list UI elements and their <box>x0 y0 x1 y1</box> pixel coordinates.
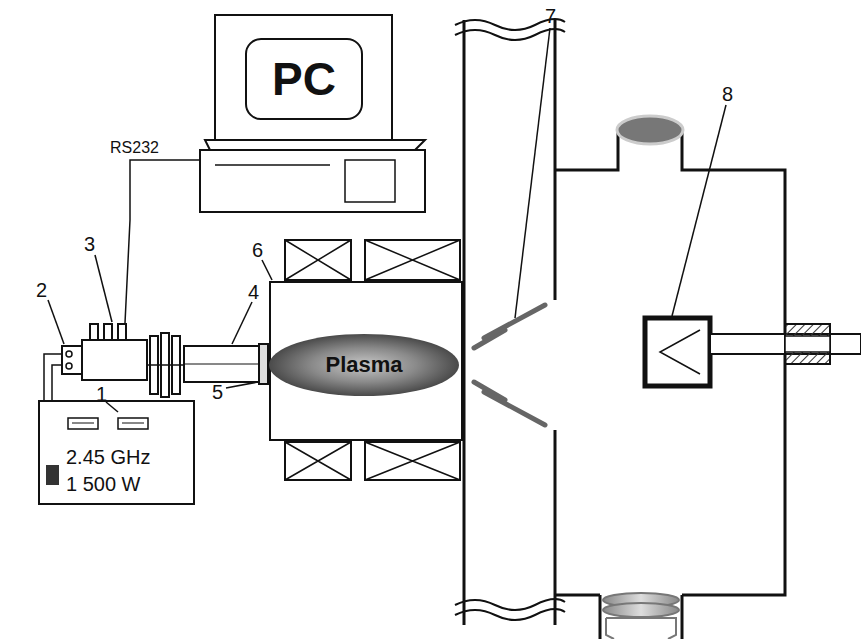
plasma-ellipse <box>269 334 459 396</box>
leader-line <box>48 28 726 412</box>
cup-shaft <box>710 334 861 354</box>
cup-cone <box>660 330 700 374</box>
tuner-stub <box>90 324 98 340</box>
display <box>118 418 148 429</box>
node-label: Plasma <box>325 354 402 376</box>
callout-number: 8 <box>722 84 733 104</box>
tuner <box>82 340 147 380</box>
computer-case <box>200 150 425 212</box>
feedthrough <box>785 324 830 364</box>
waveguide <box>184 346 259 382</box>
plasma-region: Plasma <box>268 333 460 397</box>
signal-name: RS232 <box>110 140 159 156</box>
top-port-window <box>617 116 683 144</box>
callout-number: 1 <box>96 384 107 404</box>
monitor-screen: PC <box>245 38 363 120</box>
monitor-frame <box>215 15 392 140</box>
callout-number: 5 <box>212 382 223 402</box>
generator-reading: 2.45 GHz <box>66 447 150 467</box>
microwave-generator: 2.45 GHz 1 500 W <box>38 400 195 505</box>
wire <box>44 354 62 400</box>
plasma-chamber <box>270 282 462 440</box>
display <box>68 418 98 429</box>
power-switch <box>46 465 59 485</box>
isolator <box>62 346 82 374</box>
wire <box>52 365 62 400</box>
bellows <box>603 593 679 639</box>
rs232-wire <box>125 160 200 323</box>
tuner-stub <box>118 324 126 340</box>
node-label: PC <box>272 56 336 102</box>
extraction-electrode <box>474 305 545 425</box>
window <box>259 344 268 384</box>
monitor-stand <box>205 140 425 150</box>
callout-number: 2 <box>36 280 47 300</box>
callout-number: 6 <box>252 240 263 260</box>
generator-reading: 1 500 W <box>66 474 140 494</box>
tuner-stub <box>104 324 112 340</box>
target-chamber <box>555 130 785 639</box>
chamber-wall <box>455 19 565 625</box>
callout-number: 7 <box>545 6 556 26</box>
drive-bay <box>345 160 395 202</box>
faraday-cup <box>645 318 710 386</box>
callout-number: 3 <box>84 234 95 254</box>
callout-number: 4 <box>248 282 259 302</box>
